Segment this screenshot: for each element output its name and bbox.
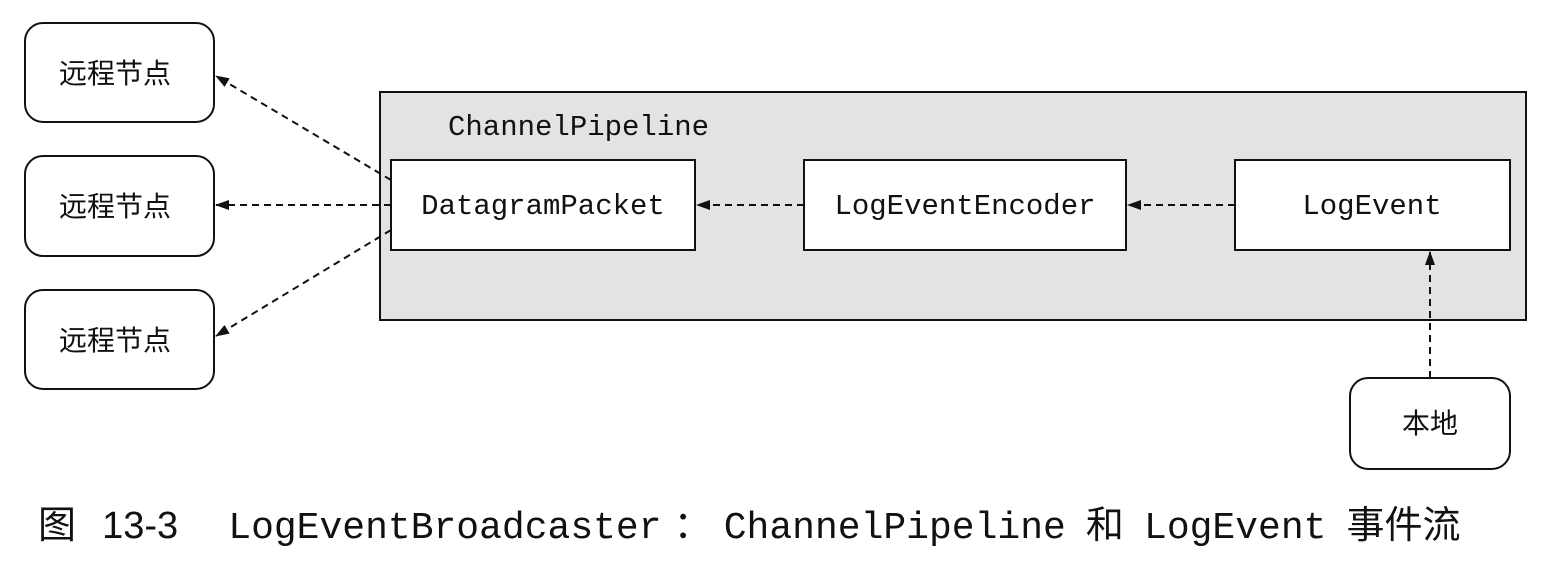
channel-pipeline-title: ChannelPipeline: [448, 111, 709, 144]
local-node-label: 本地: [1402, 407, 1458, 440]
remote-node-1-box: [24, 22, 215, 123]
remote-node-3-label: 远程节点: [59, 324, 171, 357]
log-event-encoder-label: LogEventEncoder: [834, 190, 1095, 223]
log-event-box: [1234, 159, 1511, 251]
datagram-packet-box: [390, 159, 696, 251]
caption-pipeline: ChannelPipeline: [724, 507, 1066, 550]
remote-node-2-box: [24, 155, 215, 257]
figure-caption: 图 13-3 LogEventBroadcaster ： ChannelPipe…: [38, 503, 1461, 550]
caption-class-name: LogEventBroadcaster: [228, 507, 661, 550]
caption-suffix: 事件流: [1347, 503, 1461, 547]
arrow-datagram-to-remote-3: [215, 229, 392, 337]
log-event-encoder-box: [803, 159, 1127, 251]
datagram-packet-label: DatagramPacket: [421, 190, 665, 223]
remote-node-1-label: 远程节点: [59, 57, 171, 90]
caption-number: 13-3: [102, 505, 178, 547]
remote-node-3-box: [24, 289, 215, 390]
caption-event: LogEvent: [1144, 507, 1326, 550]
log-event-label: LogEvent: [1302, 190, 1441, 223]
caption-conjunction: 和: [1086, 503, 1124, 547]
arrow-datagram-to-remote-1: [215, 75, 392, 181]
remote-node-2-label: 远程节点: [59, 190, 171, 223]
caption-separator: ：: [674, 503, 712, 547]
caption-prefix: 图: [38, 503, 76, 547]
